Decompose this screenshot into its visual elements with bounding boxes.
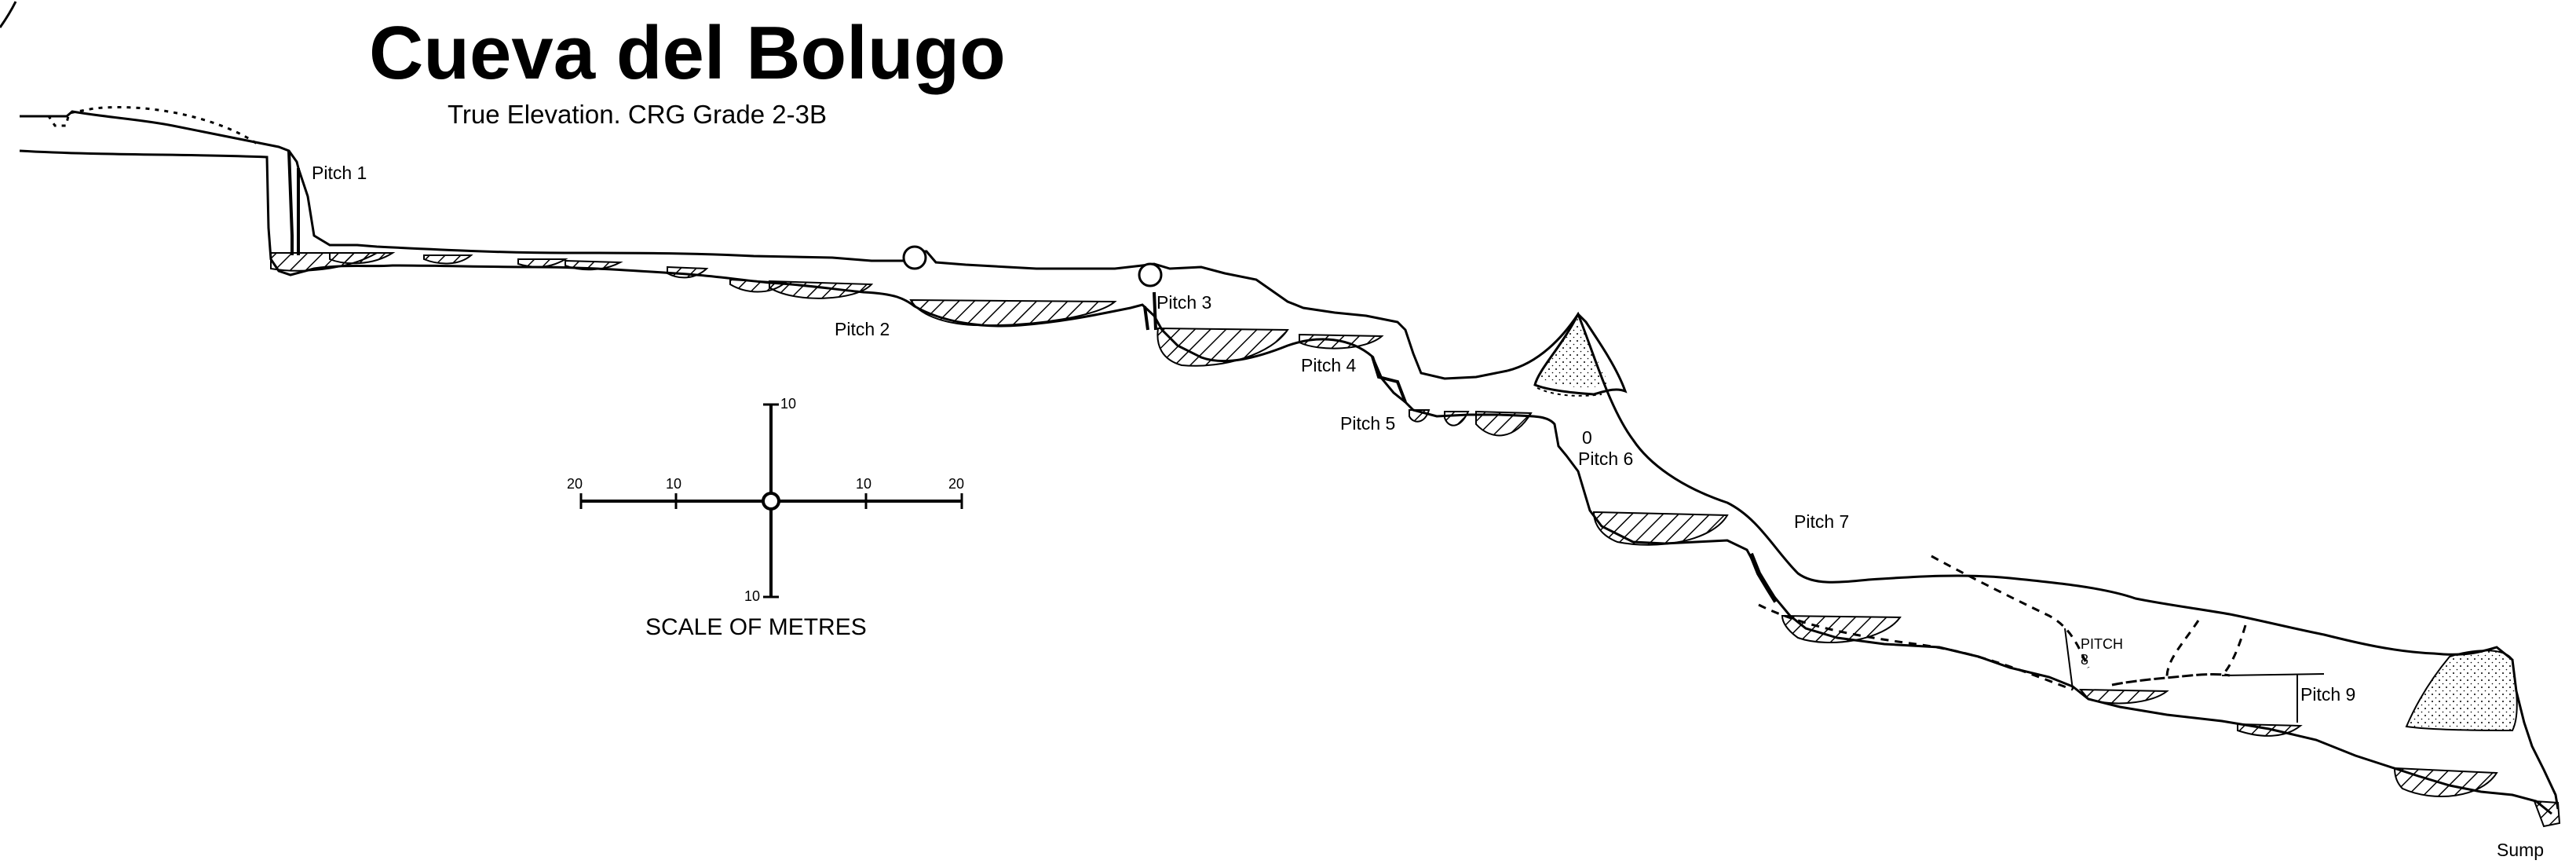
entrance-lower-wall (19, 149, 2552, 815)
pitch-1-label: Pitch 1 (312, 163, 367, 183)
pitch3-shaft (1143, 291, 1157, 331)
floor-pool-pitch8 (2078, 688, 2169, 705)
floor-pool-sump (2533, 800, 2561, 828)
boulder-chain (2111, 673, 2231, 686)
floor-pool-3 (423, 254, 473, 265)
floor-pool-lower (1781, 614, 1902, 644)
floor-pool-5 (565, 259, 623, 271)
scale-tick-left-20: 20 (567, 476, 583, 492)
sediment-bank (2405, 650, 2518, 732)
scale-tick-bottom-10: 10 (744, 588, 760, 604)
floor-pool-pitch5a (1409, 409, 1431, 423)
scale-tick-left-10: 10 (666, 476, 681, 492)
pitch-2-label: Pitch 2 (835, 319, 890, 339)
pitch9-passage (2064, 628, 2325, 723)
aven-dome (1533, 312, 1628, 396)
pitch3-aven-marker (1138, 262, 1163, 287)
scale-cross (579, 403, 963, 599)
scale-origin-circle (762, 492, 780, 511)
pitch-8-label: PITCH (2081, 636, 2123, 652)
entrance-upper-wall (20, 110, 1508, 380)
survey-subtitle: True Elevation. CRG Grade 2-3B (448, 100, 827, 129)
lower-passage-dashed-3 (2165, 620, 2200, 678)
sump-label: Sump (2497, 840, 2544, 860)
sediment-dome (1539, 318, 1610, 388)
cliff-edge-line (0, 1, 17, 28)
aven-edge-dashed (1536, 387, 1602, 397)
pitch-9-label: Pitch 9 (2300, 684, 2355, 705)
floor-pool-pitch5b (1444, 411, 1470, 427)
pitch4-step (1371, 356, 1407, 403)
lower-passage-dashed-1 (1758, 603, 2074, 691)
survey-title: Cueva del Bolugo (369, 11, 1006, 95)
pitch-8-number: 8 (2081, 652, 2088, 668)
lower-passage-dashed-2 (1931, 555, 2090, 668)
scale-tick-right-10: 10 (856, 476, 871, 492)
pitch7-flowstone (1748, 552, 1778, 603)
floor-pool-8 (769, 280, 874, 299)
entrance-surface-line (20, 105, 260, 147)
floor-pool-pitch2 (909, 298, 1117, 327)
floor-pool-pitch9 (2237, 723, 2303, 737)
floor-pool-2 (329, 252, 396, 265)
floor-pool-4 (517, 258, 568, 268)
pitch2-aven-marker (902, 245, 927, 270)
floor-pool-pitch3 (1156, 327, 1289, 367)
floor-pool-9 (1299, 333, 1384, 350)
pitch-3-label: Pitch 3 (1156, 292, 1211, 313)
upper-cave-wall (1507, 311, 2560, 810)
floor-pool-pitch7 (1592, 511, 1729, 546)
pitch-4-label: Pitch 4 (1301, 355, 1357, 375)
scale-tick-right-20: 20 (948, 476, 964, 492)
floor-pool-pitch5c (1475, 410, 1533, 437)
pitch-7-label: Pitch 7 (1794, 511, 1849, 532)
scale-tick-top-10: 10 (780, 396, 796, 412)
pitch-5-label: Pitch 5 (1340, 413, 1395, 434)
scale-label: SCALE OF METRES (645, 614, 867, 640)
zero-marker: 0 (1582, 427, 1592, 448)
lower-passage-dashed-4 (2220, 624, 2247, 677)
floor-pool-6 (667, 265, 709, 279)
pitch-6-label: Pitch 6 (1578, 448, 1633, 469)
floor-pool-near-sump (2393, 767, 2498, 797)
pitch1-shaft (287, 150, 300, 255)
